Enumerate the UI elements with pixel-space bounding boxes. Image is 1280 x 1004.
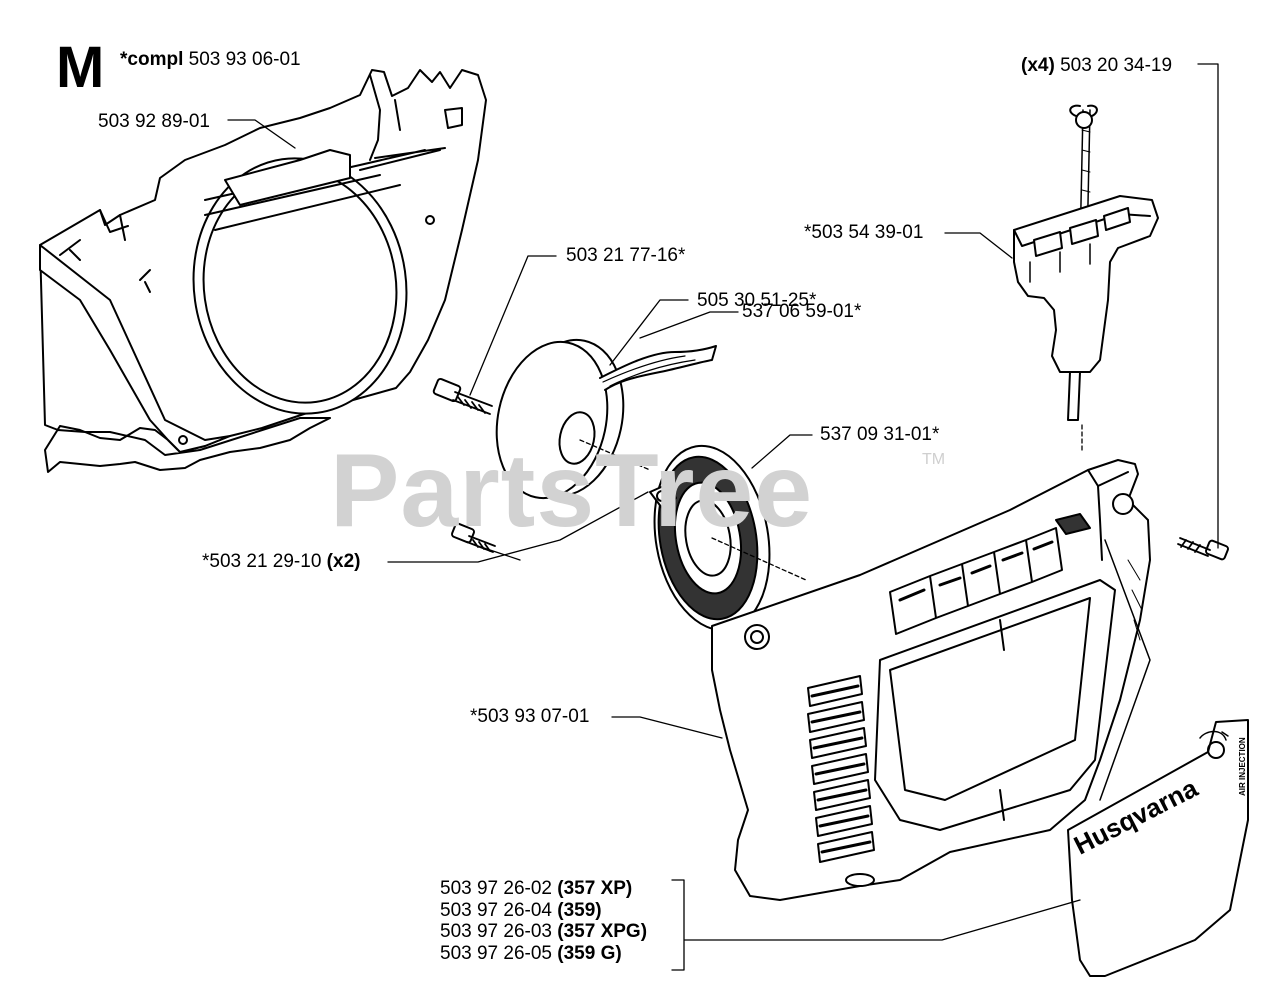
label-screw-x2: *503 21 29-10 (x2) bbox=[202, 552, 360, 572]
starter-cover-part bbox=[711, 459, 1151, 901]
decal-model: (357 XPG) bbox=[557, 921, 648, 942]
label-starter-handle: *503 54 39-01 bbox=[804, 222, 924, 243]
watermark-trademark: TM bbox=[922, 451, 946, 468]
pulley-part bbox=[495, 338, 717, 500]
screw-pulley-part bbox=[432, 377, 493, 415]
screw-x4-number: 503 20 34-19 bbox=[1060, 55, 1173, 76]
decal-number: 503 97 26-02 bbox=[440, 878, 552, 899]
decal-model: (357 XP) bbox=[557, 878, 633, 899]
decal-number-row: 503 97 26-03 (357 XPG) bbox=[440, 921, 647, 943]
screw-x2-qty: (x2) bbox=[326, 551, 361, 572]
decal-model: (359) bbox=[557, 899, 602, 921]
label-screw-pulley: 503 21 77-16* bbox=[566, 245, 686, 266]
decal-number-row: 503 97 26-04 (359) bbox=[440, 900, 647, 922]
decal-number: 503 97 26-05 bbox=[440, 942, 552, 964]
watermark-text: PartsTree bbox=[330, 433, 814, 549]
label-spring-cassette: 537 09 31-01* bbox=[820, 424, 940, 445]
screw-x4-part bbox=[1177, 537, 1229, 561]
leader-lines bbox=[227, 63, 1219, 971]
starter-handle-part bbox=[1013, 104, 1159, 421]
decal-model: (359 G) bbox=[557, 942, 622, 964]
decal-number-row: 503 97 26-05 (359 G) bbox=[440, 943, 647, 965]
label-starter-cord: 505 30 51-25* bbox=[697, 290, 817, 311]
fan-housing-part bbox=[39, 69, 487, 473]
label-starter-cover: *503 93 07-01 bbox=[470, 706, 590, 727]
label-cover-bracket: 503 92 89-01 bbox=[98, 111, 210, 132]
decal-subtitle-text: AIR INJECTION bbox=[1238, 737, 1247, 796]
screw-x2-part bbox=[451, 522, 496, 553]
label-pulley: 537 06 59-01* bbox=[742, 301, 862, 322]
screw-x4-qty: (x4) bbox=[1021, 55, 1055, 76]
compl-prefix: *compl bbox=[120, 49, 184, 70]
section-letter: M bbox=[56, 35, 105, 100]
decal-part bbox=[1067, 719, 1249, 977]
decal-number-list: 503 97 26-02 (357 XP) 503 97 26-04 (359)… bbox=[440, 878, 647, 964]
compl-number: 503 93 06-01 bbox=[188, 49, 301, 70]
screw-x2-number: *503 21 29-10 bbox=[202, 551, 322, 572]
decal-number-row: 503 97 26-02 (357 XP) bbox=[440, 878, 647, 900]
decal-number: 503 97 26-04 bbox=[440, 899, 552, 921]
label-screw-x4: (x4) 503 20 34-19 bbox=[1021, 56, 1172, 76]
decal-number: 503 97 26-03 bbox=[440, 921, 552, 942]
assembly-label: *compl 503 93 06-01 bbox=[120, 50, 301, 70]
